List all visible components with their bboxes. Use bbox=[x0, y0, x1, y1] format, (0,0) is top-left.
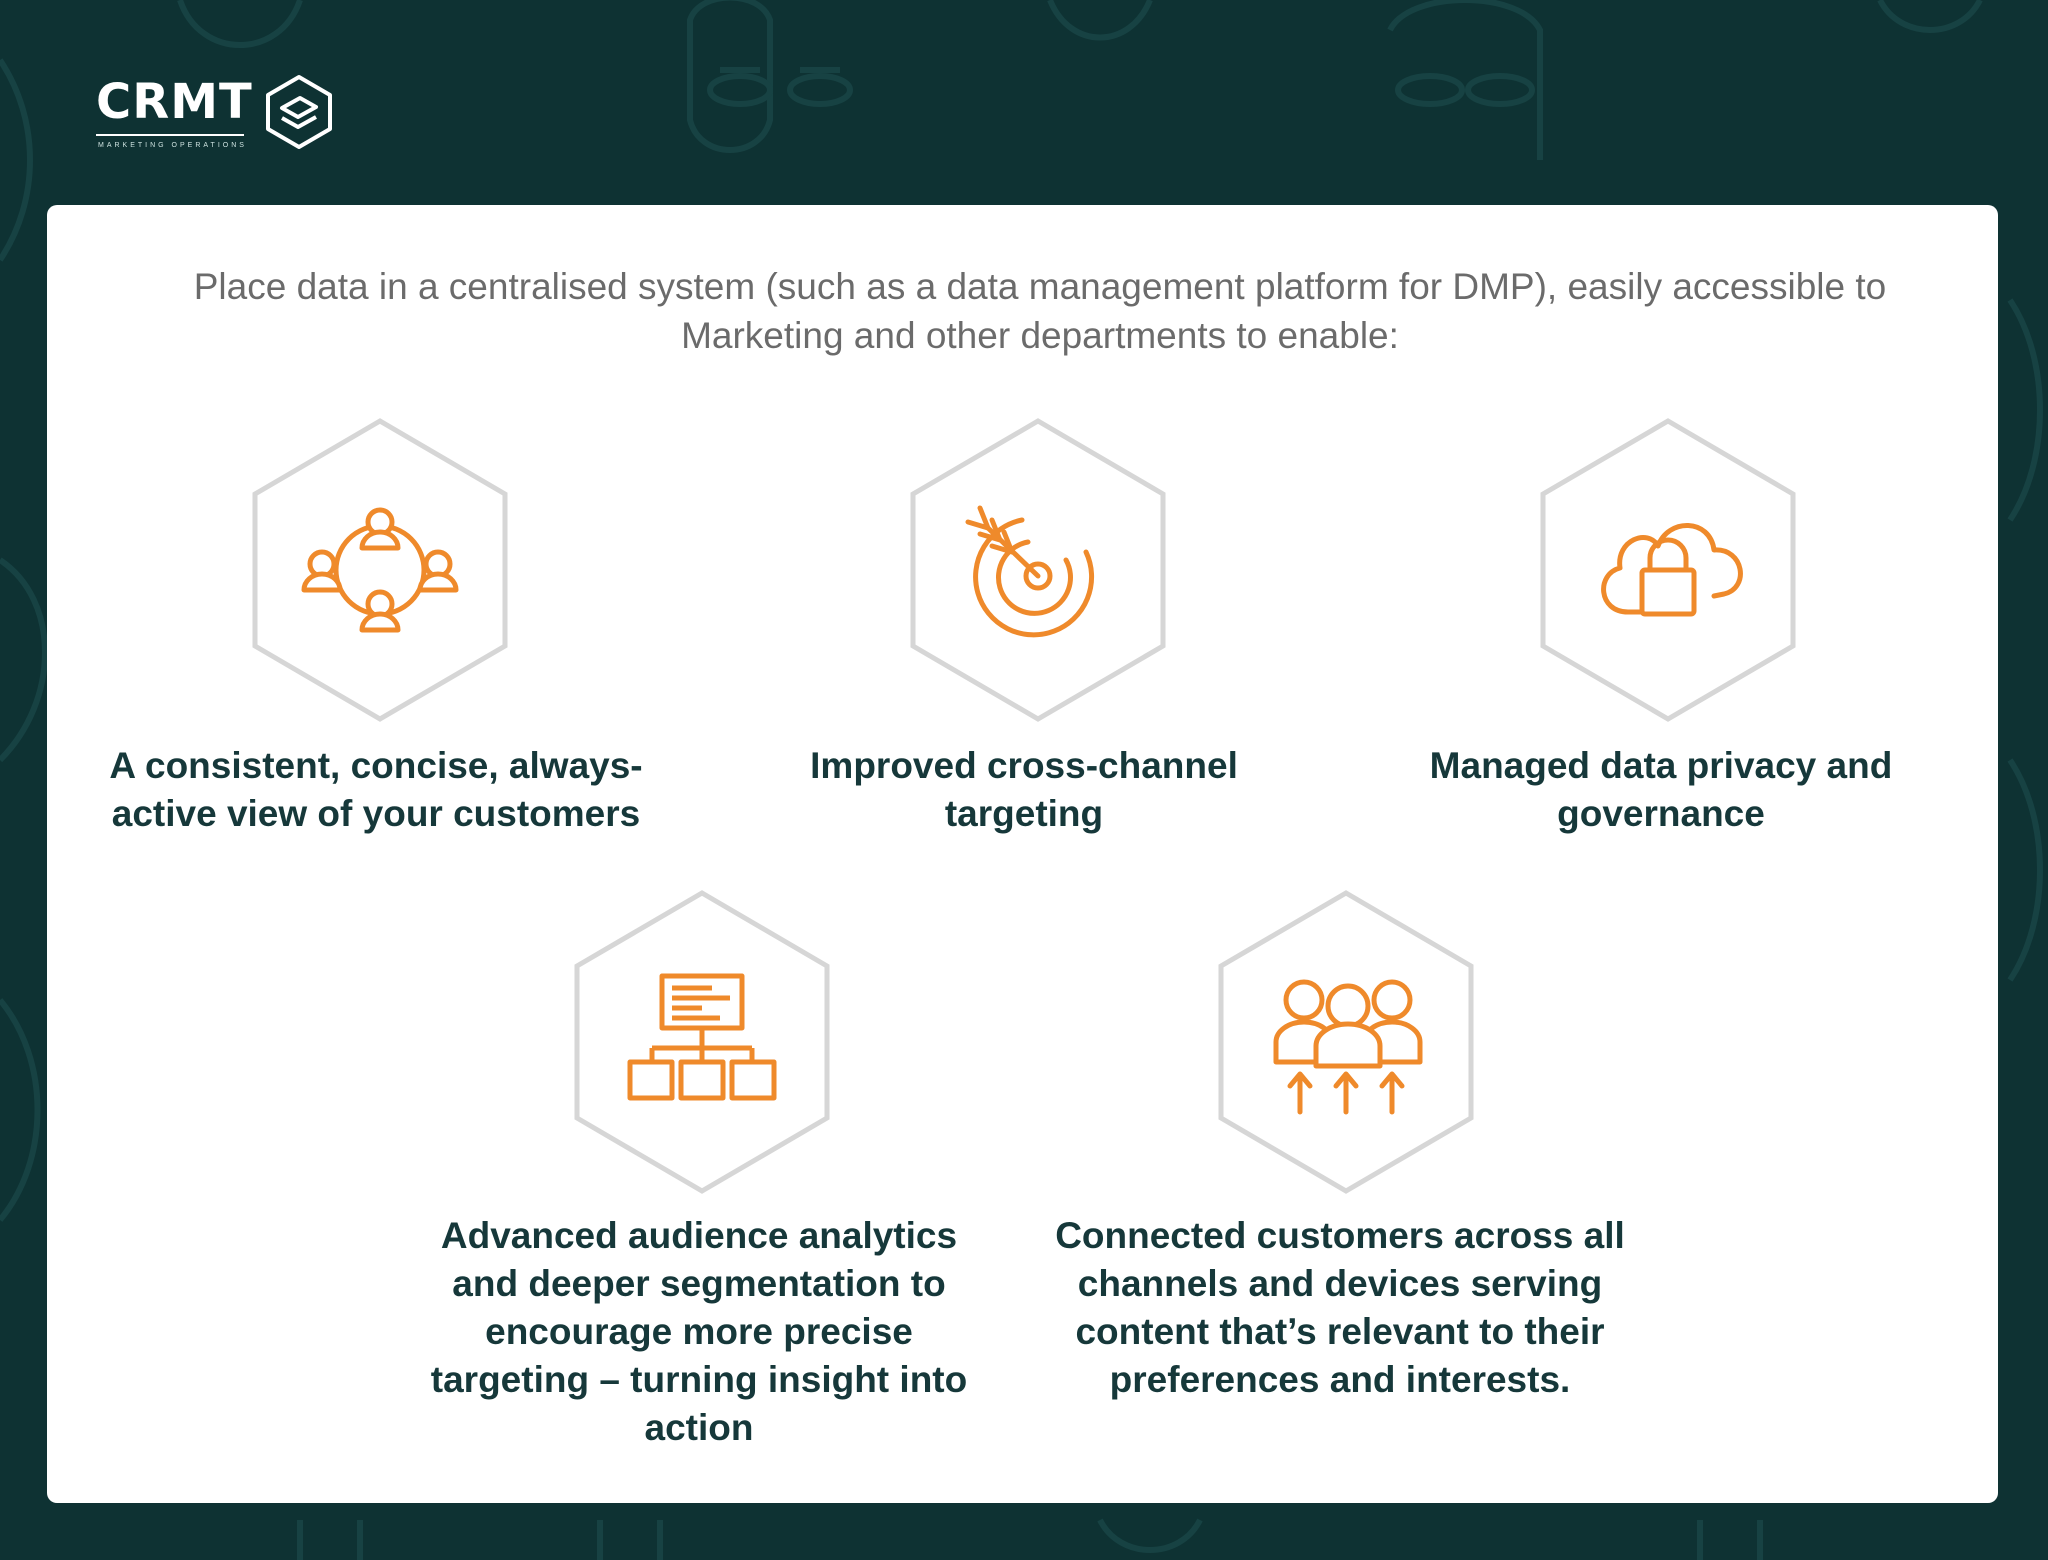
feature-caption-5: Connected customers across all channels … bbox=[1055, 1215, 1625, 1400]
logo-tagline: MARKETING OPERATIONS bbox=[98, 142, 247, 149]
logo-underline bbox=[96, 134, 244, 136]
hexagon-frame-5 bbox=[1218, 890, 1474, 1194]
hierarchy-chart-icon bbox=[627, 973, 777, 1101]
hexagon-frame-1 bbox=[252, 418, 508, 722]
target-arrow-icon bbox=[965, 505, 1095, 638]
logo-wordmark: CRMT bbox=[96, 74, 253, 130]
hexagon-frame-4 bbox=[574, 890, 830, 1194]
logo-hexagon-icon bbox=[266, 75, 332, 149]
crmt-logo[interactable]: CRMT MARKETING OPERATIONS bbox=[96, 74, 336, 154]
hexagon-frame-2 bbox=[910, 418, 1166, 722]
cloud-lock-icon bbox=[1601, 523, 1743, 617]
content-card bbox=[47, 205, 1998, 1503]
customer-network-icon bbox=[301, 507, 459, 633]
intro-text: Place data in a centralised system (such… bbox=[193, 266, 1887, 356]
feature-caption-4: Advanced audience analytics and deeper s… bbox=[430, 1215, 968, 1448]
feature-caption-1: A consistent, concise, always-active vie… bbox=[109, 745, 643, 834]
hexagon-frame-3 bbox=[1540, 418, 1796, 722]
connected-customers-icon bbox=[1273, 979, 1423, 1115]
feature-caption-2: Improved cross-channel targeting bbox=[810, 745, 1238, 834]
feature-caption-3: Managed data privacy and governance bbox=[1429, 745, 1893, 834]
